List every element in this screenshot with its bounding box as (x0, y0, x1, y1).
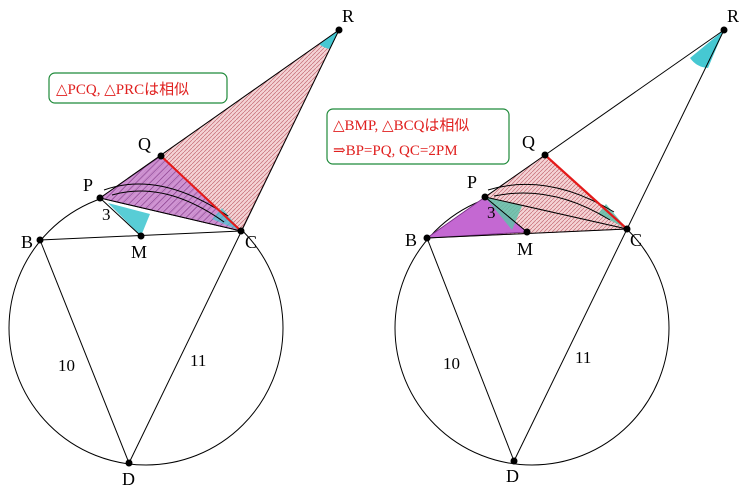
right-note-box (326, 108, 510, 165)
left-label-r: R (342, 6, 354, 26)
right-segment-dr (513, 29, 725, 462)
left-point-p (96, 194, 104, 202)
left-point-r (335, 26, 343, 34)
right-label-p: P (467, 172, 477, 192)
left-angle-pm (108, 203, 150, 236)
left-point-q (157, 152, 165, 160)
right-note-line1: △BMP, △BCQは相似 (333, 117, 469, 134)
left-figure: R Q P B M C D 3 10 11 △PCQ, △PRCは相似 (8, 6, 354, 489)
left-segment-bd (39, 239, 130, 464)
right-label-d: D (506, 466, 519, 486)
left-segment-pm (99, 197, 142, 237)
right-point-r (720, 26, 728, 34)
left-length-bd: 10 (58, 356, 75, 375)
right-length-bd: 10 (443, 354, 460, 373)
right-point-p (481, 193, 489, 201)
right-segment-pm (484, 196, 528, 233)
right-point-d (510, 457, 518, 465)
right-point-c (623, 225, 631, 233)
right-label-m: M (517, 239, 533, 259)
left-note-box (48, 72, 228, 104)
left-label-m: M (131, 242, 147, 262)
right-length-cd: 11 (575, 348, 591, 367)
left-length-cd: 11 (190, 351, 206, 370)
right-label-r: R (727, 6, 739, 26)
left-segment-dr (128, 29, 340, 464)
left-length-pm: 3 (102, 205, 111, 224)
left-point-c (237, 227, 245, 235)
right-angle-r (690, 30, 724, 68)
right-arc-2 (493, 192, 611, 221)
right-label-b: B (405, 230, 417, 250)
left-segment-pc (99, 197, 242, 232)
left-segment-pr (99, 29, 340, 199)
right-length-pm: 3 (487, 203, 496, 222)
left-note: △PCQ, △PRCは相似 (48, 72, 228, 104)
right-segment-pc (484, 196, 628, 230)
right-segment-qc (544, 154, 628, 230)
right-note-line2: ⇒BP=PQ, QC=2PM (333, 143, 458, 159)
left-label-d: D (122, 469, 135, 489)
right-label-c: C (630, 230, 642, 250)
right-note: △BMP, △BCQは相似 ⇒BP=PQ, QC=2PM (326, 108, 510, 165)
right-figure: R Q P B M C D 3 10 11 △BMP, △BCQは相似 ⇒BP=… (326, 6, 739, 486)
right-segment-bd (426, 237, 515, 462)
left-label-p: P (83, 175, 93, 195)
left-note-text: △PCQ, △PRCは相似 (56, 81, 189, 98)
right-point-m (523, 228, 531, 236)
left-angle-r (319, 30, 339, 49)
right-segment-pr (484, 29, 725, 198)
right-point-b (423, 234, 431, 242)
left-point-m (137, 232, 145, 240)
left-label-c: C (245, 232, 257, 252)
left-segment-qc (160, 155, 242, 232)
left-label-q: Q (138, 134, 151, 154)
left-label-b: B (21, 232, 33, 252)
right-point-q (541, 151, 549, 159)
left-point-b (36, 236, 44, 244)
right-label-q: Q (522, 132, 535, 152)
left-point-d (125, 459, 133, 467)
left-arc-2 (111, 190, 225, 223)
